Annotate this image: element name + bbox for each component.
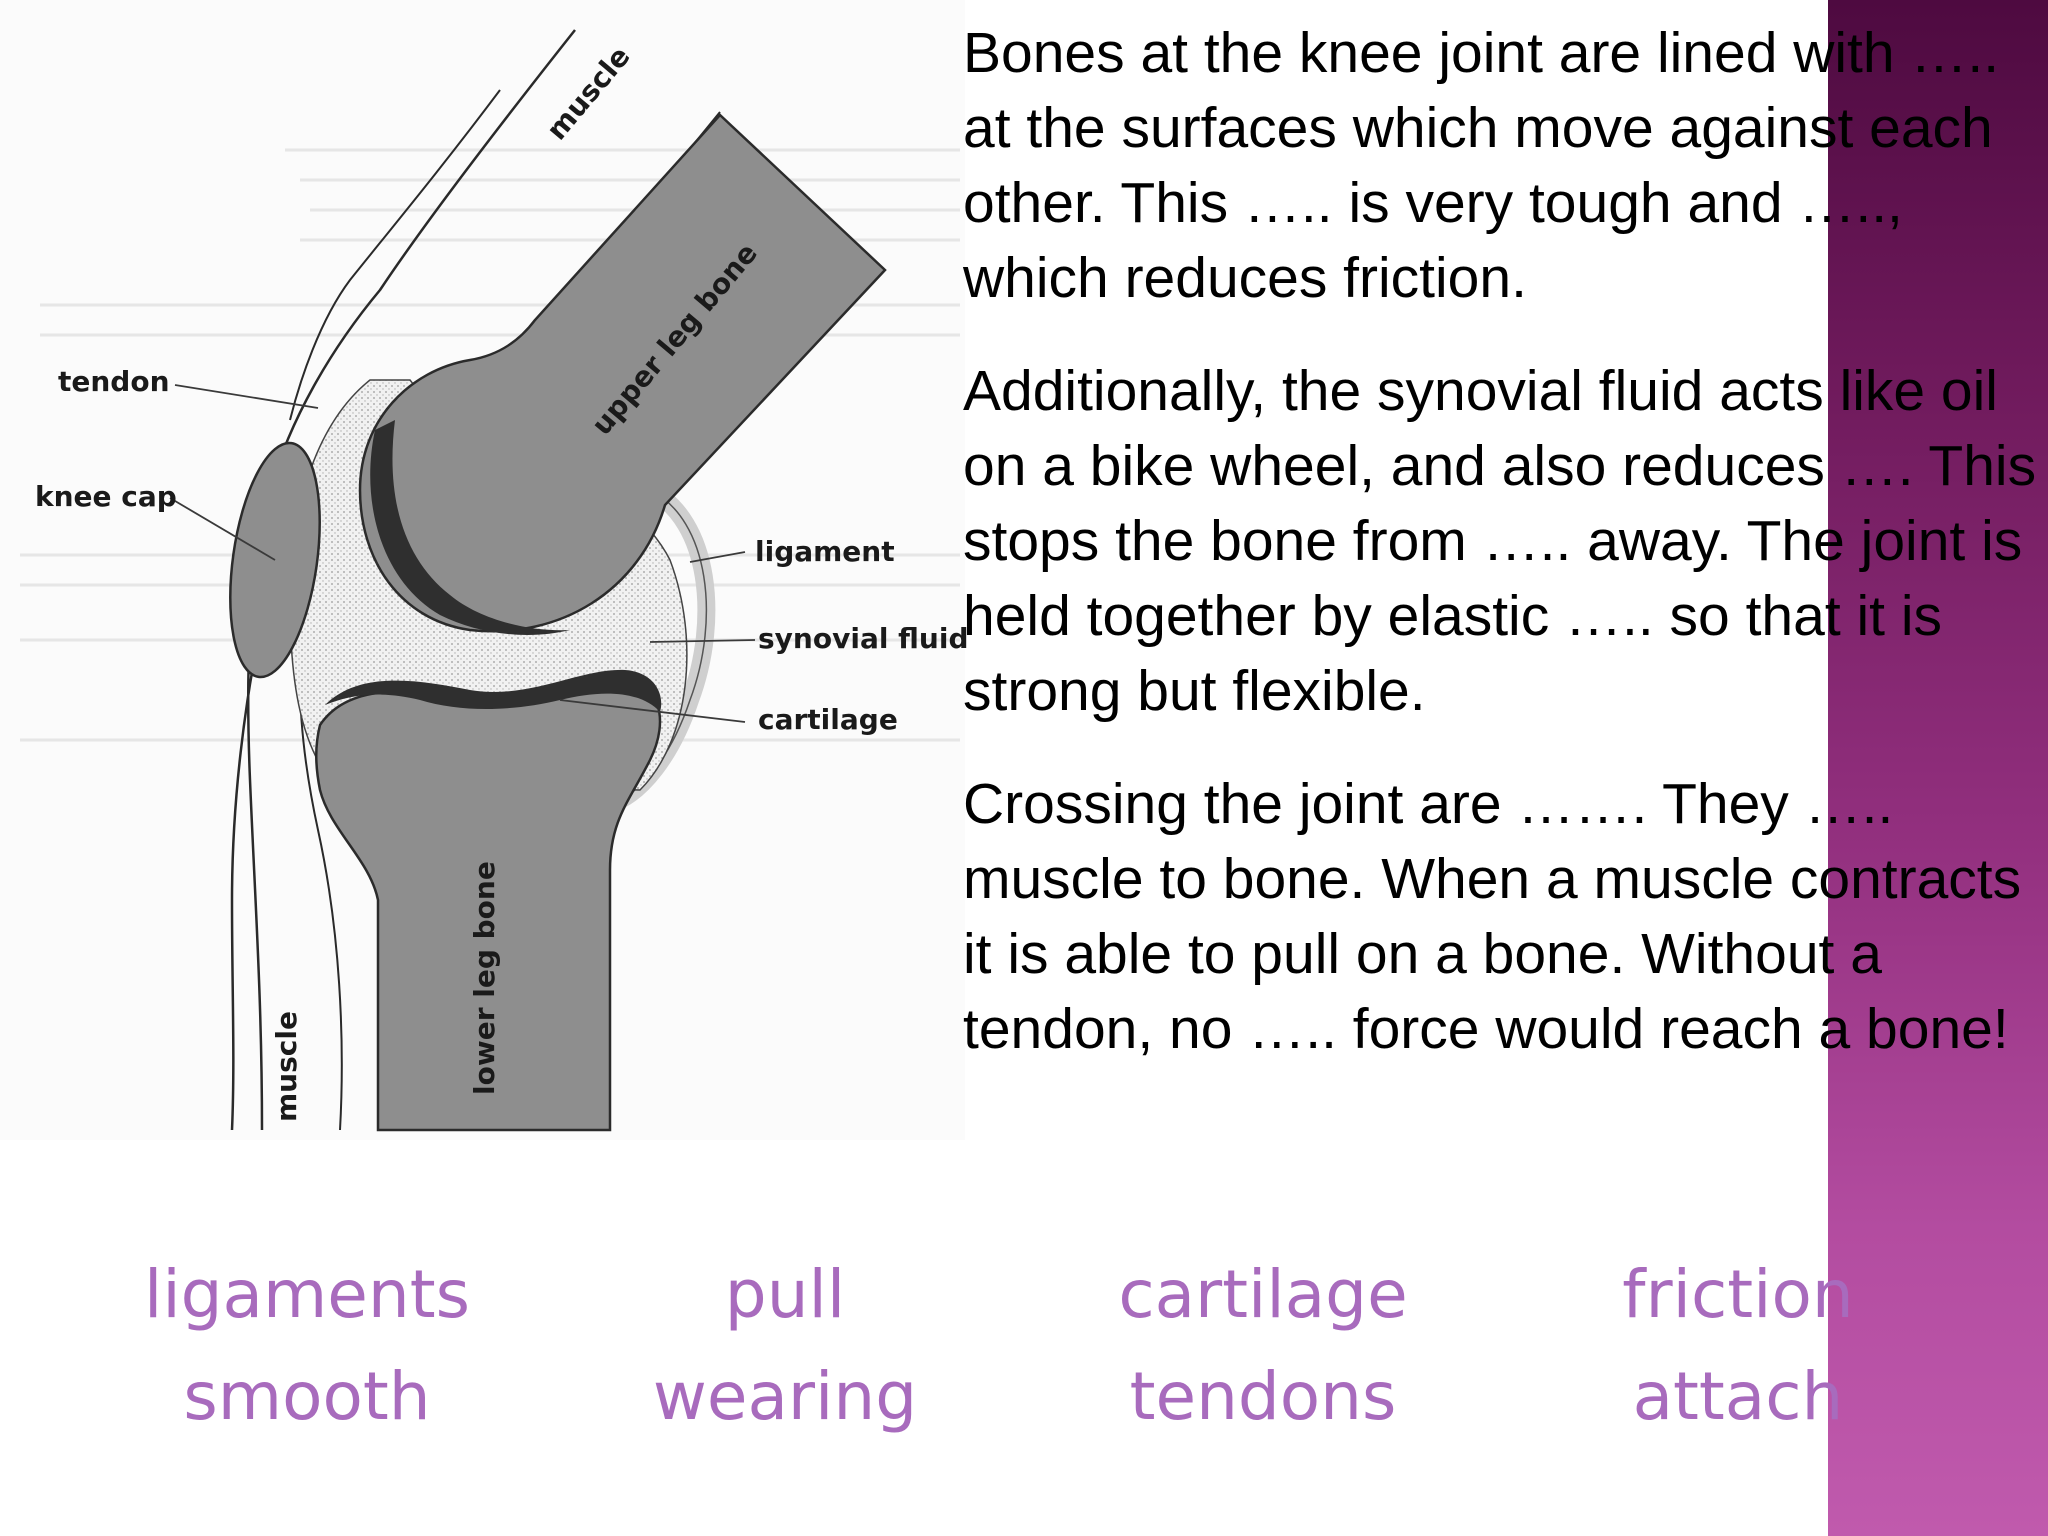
word-cartilage: cartilage xyxy=(1118,1256,1408,1333)
word-wearing: wearing xyxy=(652,1358,918,1435)
label-lower-leg-bone: lower leg bone xyxy=(468,861,501,1095)
leader-lines xyxy=(169,384,756,723)
word-ligaments: ligaments xyxy=(143,1256,470,1333)
label-cartilage: cartilage xyxy=(758,703,898,736)
paragraph-synovial-fluid: Additionally, the synovial fluid acts li… xyxy=(963,359,2037,723)
label-tendon: tendon xyxy=(58,365,170,398)
knee-joint-diagram: muscle upper leg bone tendon knee cap li… xyxy=(0,0,969,1140)
word-tendons: tendons xyxy=(1129,1358,1397,1435)
label-knee-cap: knee cap xyxy=(35,480,177,513)
body-text: Bones at the knee joint are lined with …… xyxy=(963,16,2048,1105)
label-muscle-bottom: muscle xyxy=(270,1011,303,1122)
tendon-lower-line xyxy=(299,679,343,1131)
lower-cartilage-shape xyxy=(325,669,662,712)
muscle-outline-bottom xyxy=(230,619,264,1131)
accent-band xyxy=(1828,0,2048,1536)
upper-leg-bone-shape xyxy=(358,113,887,633)
knee-diagram-svg xyxy=(20,29,960,1132)
upper-cartilage-shape xyxy=(370,420,570,635)
word-friction: friction xyxy=(1622,1256,1854,1333)
paragraph-cartilage: Bones at the knee joint are lined with …… xyxy=(963,21,2000,310)
muscle-outline-top xyxy=(289,89,501,421)
paragraph-tendons: Crossing the joint are ……. They ….. musc… xyxy=(963,772,2022,1061)
word-pull: pull xyxy=(724,1256,846,1333)
label-ligament: ligament xyxy=(755,535,895,568)
word-attach: attach xyxy=(1632,1358,1844,1435)
label-synovial-fluid: synovial fluid xyxy=(758,622,969,655)
word-bank: ligaments pull cartilage friction smooth… xyxy=(0,1255,1854,1475)
word-smooth: smooth xyxy=(183,1358,431,1435)
